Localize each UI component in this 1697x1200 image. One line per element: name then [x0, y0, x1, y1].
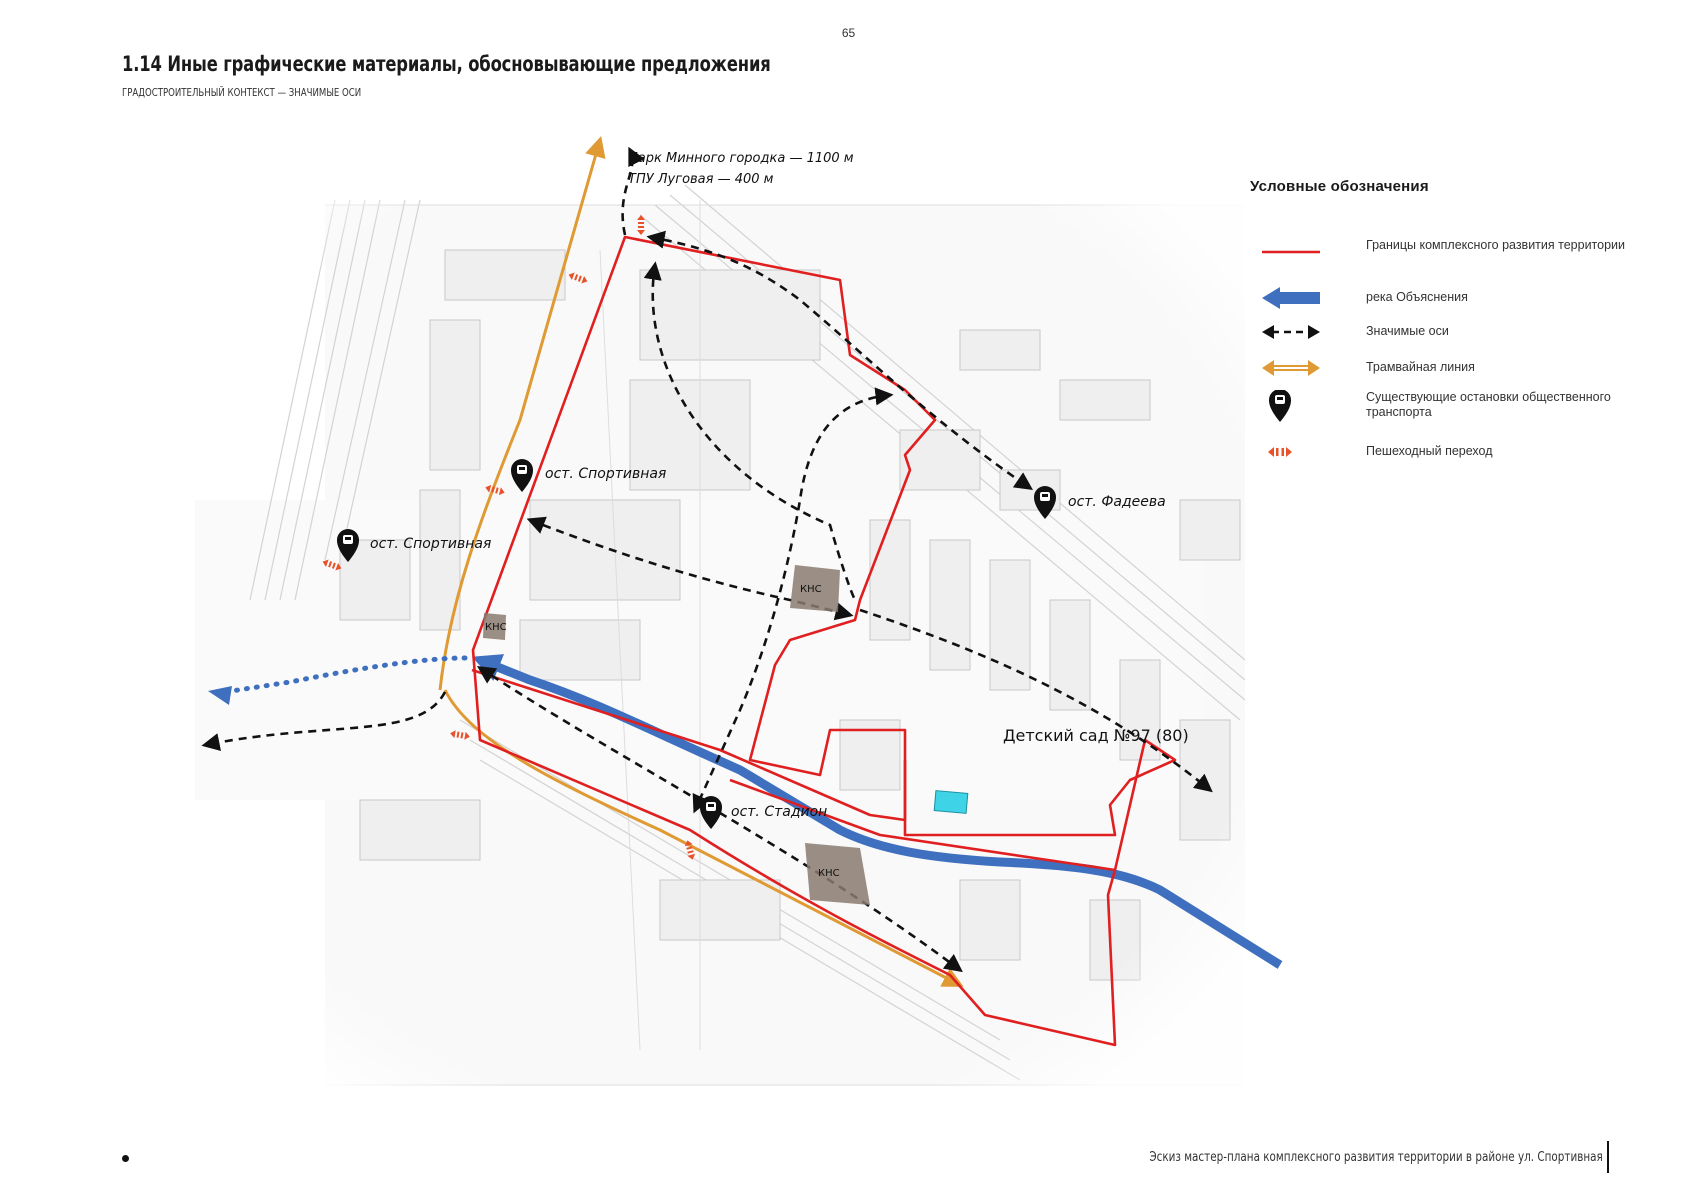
transit-stop-pin-icon — [1250, 389, 1326, 422]
transit-stop-pin-icon — [511, 459, 533, 492]
legend-item-boundary: Границы комплексного развития территории — [1250, 238, 1666, 266]
kns-block — [805, 843, 870, 905]
pedestrian-crossing-icon — [568, 272, 588, 284]
legend-label: река Объяснения — [1366, 290, 1468, 304]
destination-label: ТПУ Луговая — 400 м — [628, 172, 774, 187]
river-arrow-icon — [1250, 284, 1326, 312]
legend-item-axes: Значимые оси — [1250, 318, 1666, 346]
kns-label: КНС — [818, 868, 840, 879]
transit-stop-pin-icon — [337, 529, 359, 562]
pedestrian-crossing-icon — [1250, 438, 1326, 466]
pedestrian-crossing-icon — [684, 840, 696, 860]
footer-bullet — [122, 1155, 129, 1162]
transit-stops — [337, 459, 1056, 829]
kns-block — [483, 613, 506, 640]
transit-stop-pin-icon — [1034, 486, 1056, 519]
stop-label: ост. Спортивная — [545, 466, 666, 482]
map-legend: Условные обозначения Границы комплексног… — [1250, 178, 1670, 458]
legend-label: Трамвайная линия — [1366, 360, 1475, 374]
pedestrian-crossings — [322, 215, 696, 860]
kindergarten-building — [933, 790, 969, 814]
page-title: 1.14 Иные графические материалы, обоснов… — [122, 52, 771, 76]
legend-item-stops: Существующие остановки общественного тра… — [1250, 389, 1666, 422]
legend-label: Границы комплексного развития территории — [1366, 238, 1626, 252]
page-number: 65 — [841, 26, 856, 40]
kns-block — [790, 565, 840, 612]
kindergarten-label: Детский сад №97 (80) — [1003, 726, 1189, 745]
legend-item-crossing: Пешеходный переход — [1250, 438, 1666, 466]
legend-title: Условные обозначения — [1250, 178, 1429, 195]
transit-stop-pin-icon — [700, 796, 722, 829]
pedestrian-crossing-icon — [485, 484, 505, 496]
kns-label: КНС — [800, 584, 822, 595]
stop-label: ост. Спортивная — [370, 536, 491, 552]
kns-label: КНС — [485, 622, 507, 633]
page-subtitle: Градостроительный контекст — значимые ос… — [122, 86, 362, 99]
stop-label: ост. Стадион — [731, 804, 827, 820]
footer-document-title: Эскиз мастер-плана комплексного развития… — [1149, 1150, 1603, 1165]
legend-label: Пешеходный переход — [1366, 444, 1493, 458]
dashed-axis-arrow-icon — [1250, 318, 1326, 346]
pedestrian-crossing-icon — [450, 730, 470, 740]
stop-label: ост. Фадеева — [1068, 494, 1166, 510]
basemap — [180, 130, 1260, 1110]
pedestrian-crossing-icon — [322, 559, 342, 571]
legend-label: Значимые оси — [1366, 324, 1449, 338]
boundary-line-icon — [1250, 238, 1326, 266]
pedestrian-crossing-icon — [637, 215, 645, 235]
legend-item-river: река Объяснения — [1250, 284, 1666, 312]
footer-divider — [1607, 1141, 1609, 1173]
tram-line-icon — [1250, 354, 1326, 382]
legend-label: Существующие остановки общественного тра… — [1366, 390, 1611, 419]
destination-label: Парк Минного городка — 1100 м — [628, 151, 854, 166]
kns-blocks: КНС КНС КНС — [483, 565, 870, 905]
legend-item-tram: Трамвайная линия — [1250, 354, 1666, 382]
